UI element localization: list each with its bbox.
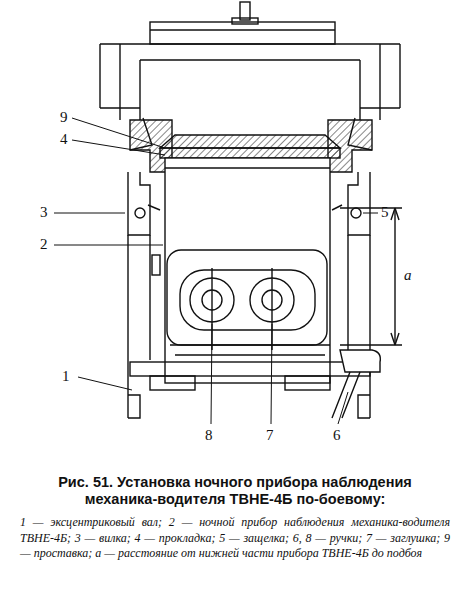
callout-number: 8: [205, 428, 213, 443]
callout-number: 6: [333, 428, 341, 443]
callout-number: 5: [381, 205, 389, 220]
figure-caption: Рис. 51. Установка ночного прибора наблю…: [20, 474, 450, 509]
callout-number: a: [404, 268, 412, 283]
callout-number: 7: [266, 428, 274, 443]
callout-number: 9: [60, 110, 68, 125]
legend-note: 1 — эксцентриковый вал; 2 — ночной прибо…: [20, 515, 450, 562]
device-illustration: [0, 0, 466, 470]
callout-number: 2: [40, 237, 48, 252]
callout-number: 3: [40, 205, 48, 220]
callout-number: 4: [60, 132, 68, 147]
callout-number: 1: [62, 369, 70, 384]
